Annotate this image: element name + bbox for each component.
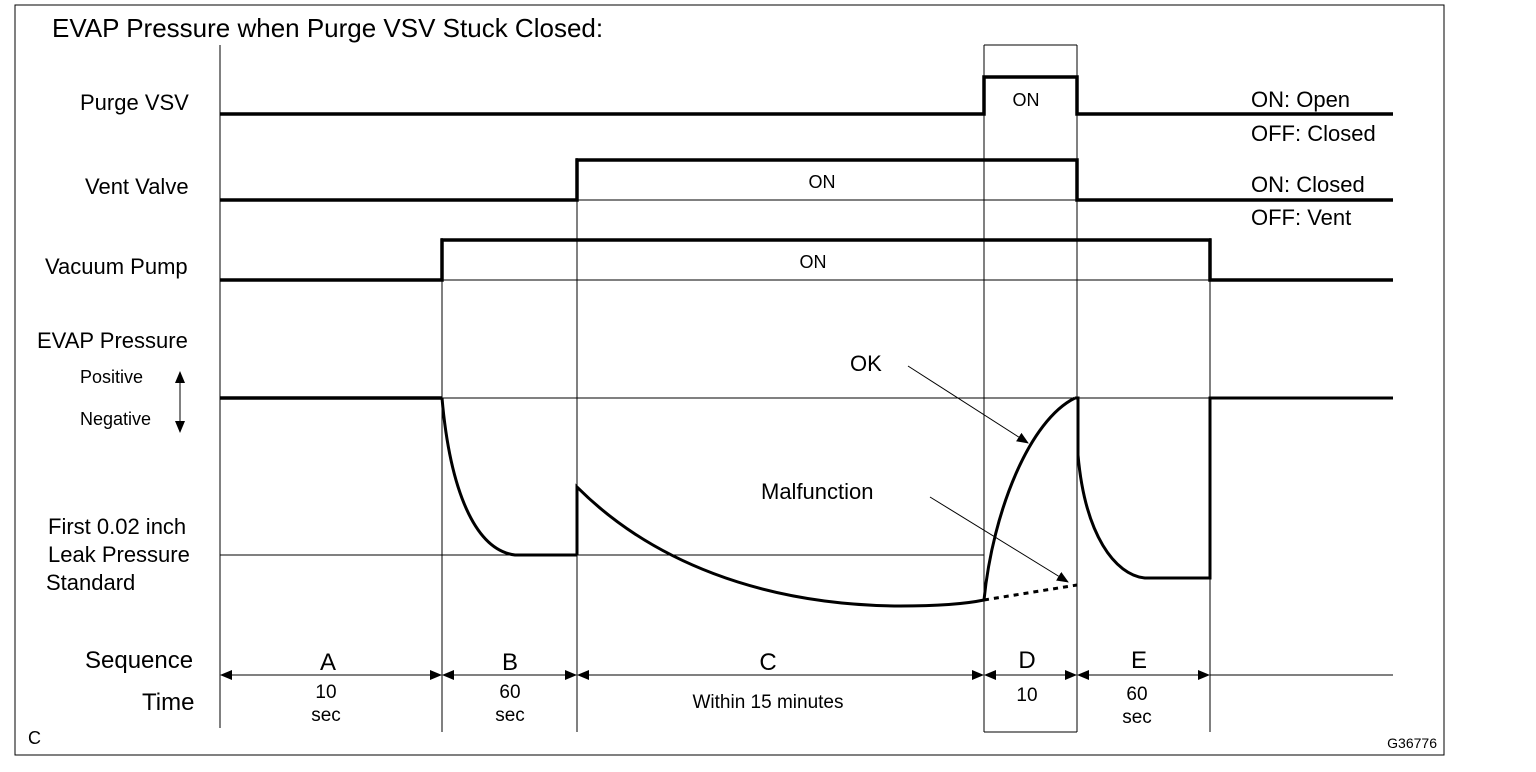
pressure-phase-b xyxy=(440,397,577,557)
positive-label: Positive xyxy=(80,367,143,387)
evap-pressure-labels: EVAP Pressure Positive Negative First 0.… xyxy=(37,328,190,595)
phase-c: C Within 15 minutes xyxy=(577,649,984,713)
phase-d: D 10 xyxy=(984,647,1077,706)
ok-callout-arrow xyxy=(907,365,1029,444)
standard-label-line2: Leak Pressure xyxy=(48,542,190,567)
vacuum-pump-on-text: ON xyxy=(800,252,827,272)
phase-b-letter: B xyxy=(502,649,518,676)
phase-e: E 60 sec xyxy=(1077,647,1210,728)
corner-left-mark: C xyxy=(28,728,41,748)
vent-valve-label: Vent Valve xyxy=(85,174,189,199)
phase-e-letter: E xyxy=(1131,647,1147,674)
phase-a-letter: A xyxy=(320,649,336,676)
vacuum-pump-signal xyxy=(220,238,1393,282)
figure-code: G36776 xyxy=(1387,735,1437,751)
figure-frame xyxy=(14,4,1445,756)
purge-vsv-row: Purge VSV ON ON: Open OFF: Closed xyxy=(80,75,1393,146)
vent-valve-state-off: OFF: Vent xyxy=(1251,205,1351,230)
diagram-title: EVAP Pressure when Purge VSV Stuck Close… xyxy=(52,13,603,43)
phase-c-letter: C xyxy=(759,649,776,676)
purge-vsv-state-on: ON: Open xyxy=(1251,87,1350,112)
evap-pressure-label: EVAP Pressure xyxy=(37,328,188,353)
time-label: Time xyxy=(142,689,194,716)
phase-b-unit: sec xyxy=(495,705,525,726)
evap-pressure-trace xyxy=(220,396,1393,608)
phase-boundaries xyxy=(441,44,1211,733)
vent-valve-signal xyxy=(220,158,1393,202)
phase-a-unit: sec xyxy=(311,705,341,726)
negative-label: Negative xyxy=(80,409,151,429)
phase-d-letter: D xyxy=(1018,647,1035,674)
phase-b: B 60 sec xyxy=(442,649,577,726)
pressure-phase-e xyxy=(1075,396,1393,580)
vacuum-pump-label: Vacuum Pump xyxy=(45,254,188,279)
phase-e-unit: sec xyxy=(1122,707,1152,728)
malfunction-callout-arrow xyxy=(929,496,1069,583)
callouts: OK Malfunction xyxy=(761,351,1069,583)
ok-label: OK xyxy=(850,351,882,376)
purge-vsv-signal xyxy=(220,75,1393,116)
phase-c-time: Within 15 minutes xyxy=(692,692,843,713)
purge-vsv-state-off: OFF: Closed xyxy=(1251,121,1376,146)
phase-a-time: 10 xyxy=(315,682,336,703)
purge-vsv-label: Purge VSV xyxy=(80,90,189,115)
phase-b-time: 60 xyxy=(499,682,520,703)
purge-vsv-on-text: ON xyxy=(1013,90,1040,110)
phase-d-time: 10 xyxy=(1016,685,1037,706)
malfunction-label: Malfunction xyxy=(761,479,874,504)
pressure-phase-c xyxy=(575,483,985,608)
pressure-ok-curve xyxy=(982,396,1076,601)
vacuum-pump-row: Vacuum Pump ON xyxy=(45,238,1393,282)
sequence-label: Sequence xyxy=(85,647,193,674)
phase-a: A 10 sec xyxy=(220,649,442,726)
standard-label-line1: First 0.02 inch xyxy=(48,514,186,539)
phase-e-time: 60 xyxy=(1126,684,1147,705)
pressure-malfunction-curve xyxy=(983,583,1078,602)
vent-valve-row: Vent Valve ON ON: Closed OFF: Vent xyxy=(85,158,1393,230)
vent-valve-on-text: ON xyxy=(809,172,836,192)
vent-valve-state-on: ON: Closed xyxy=(1251,172,1365,197)
sequence-section: Sequence Time A 10 sec B 60 sec C Within… xyxy=(85,647,1393,728)
standard-label-line3: Standard xyxy=(46,570,135,595)
